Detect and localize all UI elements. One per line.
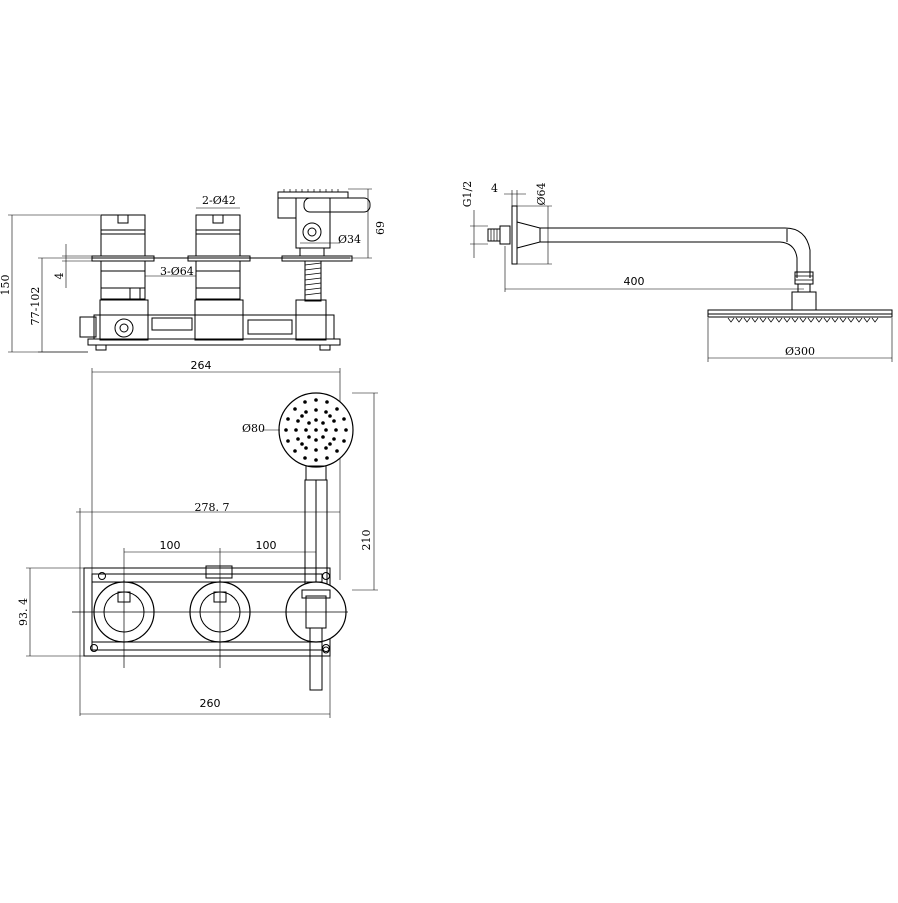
plan-screw-top-left	[98, 572, 106, 580]
front-foot-left	[95, 344, 107, 351]
shower-arm-view: G1/2 4 Ø64 400 Ø300	[461, 181, 893, 362]
dim-210-label: 210	[360, 530, 373, 551]
front-inlet-core	[119, 323, 129, 333]
front-diverter-thread	[304, 260, 322, 302]
dim-80-label: Ø80	[242, 422, 265, 435]
plan-screw-bottom-left	[90, 644, 98, 652]
front-diverter-lever-left	[277, 197, 297, 219]
handshower-nozzles	[284, 398, 348, 462]
dim-64-label: 3-Ø64	[160, 265, 194, 278]
arm-head-connector	[791, 291, 817, 311]
front-handle-middle-marker	[212, 214, 224, 224]
front-diverter-collar	[299, 247, 325, 257]
arm-joint-nut	[797, 283, 811, 293]
front-handle-left-ring	[100, 229, 146, 235]
head-nozzles	[727, 317, 879, 323]
arm-flange	[511, 205, 518, 265]
front-spindle-left	[100, 260, 146, 300]
front-elevation: 150 77-102 4 2-Ø42 3-Ø64 Ø34 69	[0, 188, 387, 353]
front-diverter-lever	[303, 197, 371, 213]
front-handle-middle-ring	[195, 229, 241, 235]
dim-100-right-label: 100	[256, 539, 277, 552]
front-diverter-knurl	[283, 189, 339, 192]
dim-300-label: Ø300	[785, 345, 815, 358]
front-body-bar	[247, 319, 293, 335]
dim-77-label: 77-102	[29, 287, 42, 326]
plan-screw-top-right	[322, 572, 330, 580]
plan-diverter-cap	[301, 589, 331, 599]
front-spindle-middle	[195, 260, 241, 300]
front-diverter-knob-core	[307, 227, 317, 237]
front-valve-body	[93, 314, 335, 340]
dim-arm4-label: 4	[491, 182, 498, 195]
dim-4-label: 4	[53, 273, 66, 280]
arm-flange-cone	[516, 221, 541, 249]
front-cartridge-left	[99, 299, 149, 341]
dim-arm64-label: Ø64	[535, 182, 548, 205]
handshower-neck	[305, 465, 327, 481]
front-diverter-knob	[302, 222, 322, 242]
front-inlet-left	[79, 316, 97, 338]
plan-view: 264	[17, 359, 378, 718]
front-handle-left-marker	[117, 214, 129, 224]
arm-tube-top	[540, 227, 811, 278]
plan-diverter-hose	[309, 627, 323, 691]
plan-top-tab	[205, 565, 233, 579]
dim-400-label: 400	[624, 275, 645, 288]
front-spindle-left-nut	[129, 287, 141, 301]
front-handle-middle	[195, 214, 241, 257]
front-handle-left	[100, 214, 146, 257]
front-cartridge-right	[295, 299, 327, 341]
dim-34-label: Ø34	[338, 233, 361, 246]
front-diverter-top	[277, 191, 349, 199]
dim-100-left-label: 100	[160, 539, 181, 552]
dim-69-label: 69	[374, 221, 387, 235]
dim-42-label: 2-Ø42	[202, 194, 236, 207]
front-body-bar-left	[151, 317, 193, 331]
dim-260-label: 260	[200, 697, 221, 710]
plan-diverter-screw	[322, 646, 330, 654]
dim-278-label: 278. 7	[195, 501, 230, 514]
front-cartridge-middle	[194, 299, 244, 341]
dim-g12-label: G1/2	[461, 181, 474, 208]
arm-tube-bottom	[540, 241, 798, 278]
dim-150-label: 150	[0, 275, 12, 296]
dim-264-label: 264	[191, 359, 212, 372]
dim-93-label: 93. 4	[17, 598, 30, 626]
front-inlet-fitting	[114, 318, 134, 338]
front-foot-right	[319, 344, 331, 351]
arm-nut	[499, 225, 511, 245]
